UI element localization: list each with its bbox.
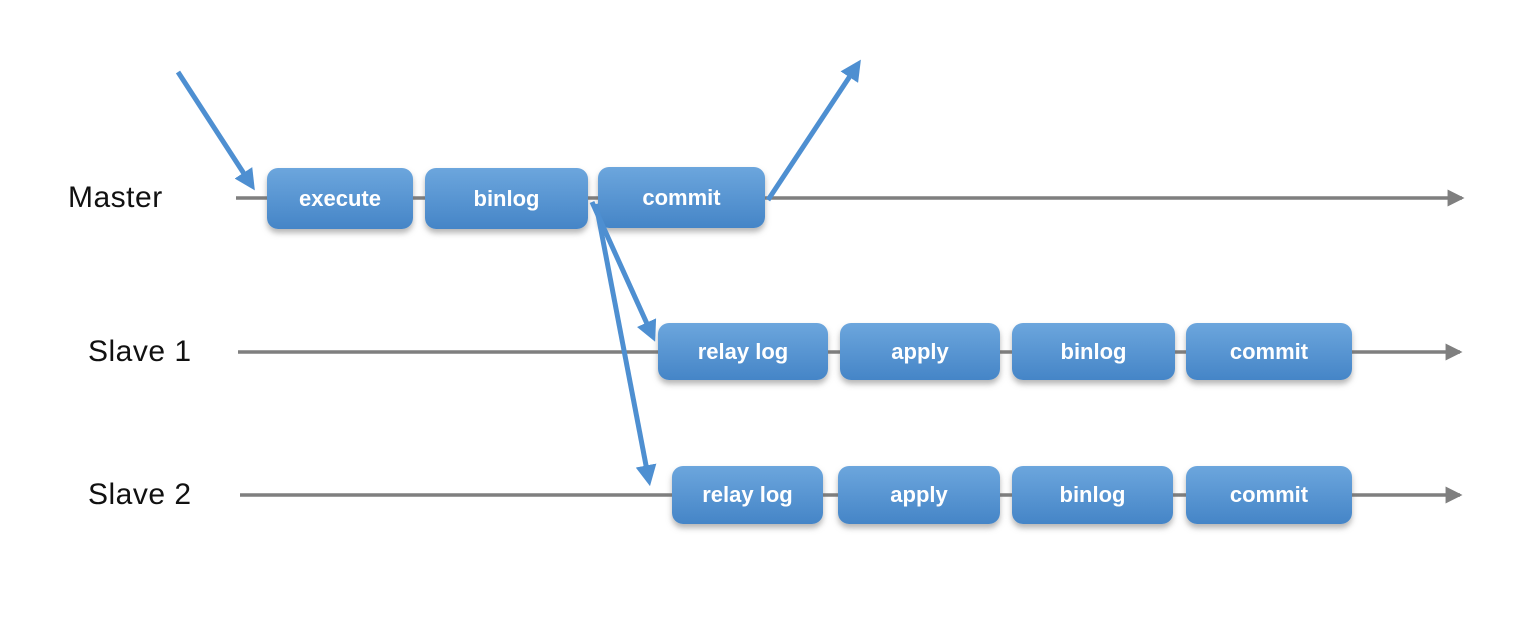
slave1-step-commit: commit [1186,323,1352,380]
slave2-label: Slave 2 [88,478,192,511]
master-step-commit: commit [598,167,765,228]
slave1-step-relay-log: relay log [658,323,828,380]
master-label: Master [68,181,163,214]
slave1-label: Slave 1 [88,335,192,368]
slave2-step-binlog: binlog [1012,466,1173,524]
slave1-step-apply: apply [840,323,1000,380]
master-step-binlog: binlog [425,168,588,229]
slave2-step-apply: apply [838,466,1000,524]
master-step-execute: execute [267,168,413,229]
slave2-step-commit: commit [1186,466,1352,524]
slave1-step-binlog: binlog [1012,323,1175,380]
slave2-step-relay-log: relay log [672,466,823,524]
